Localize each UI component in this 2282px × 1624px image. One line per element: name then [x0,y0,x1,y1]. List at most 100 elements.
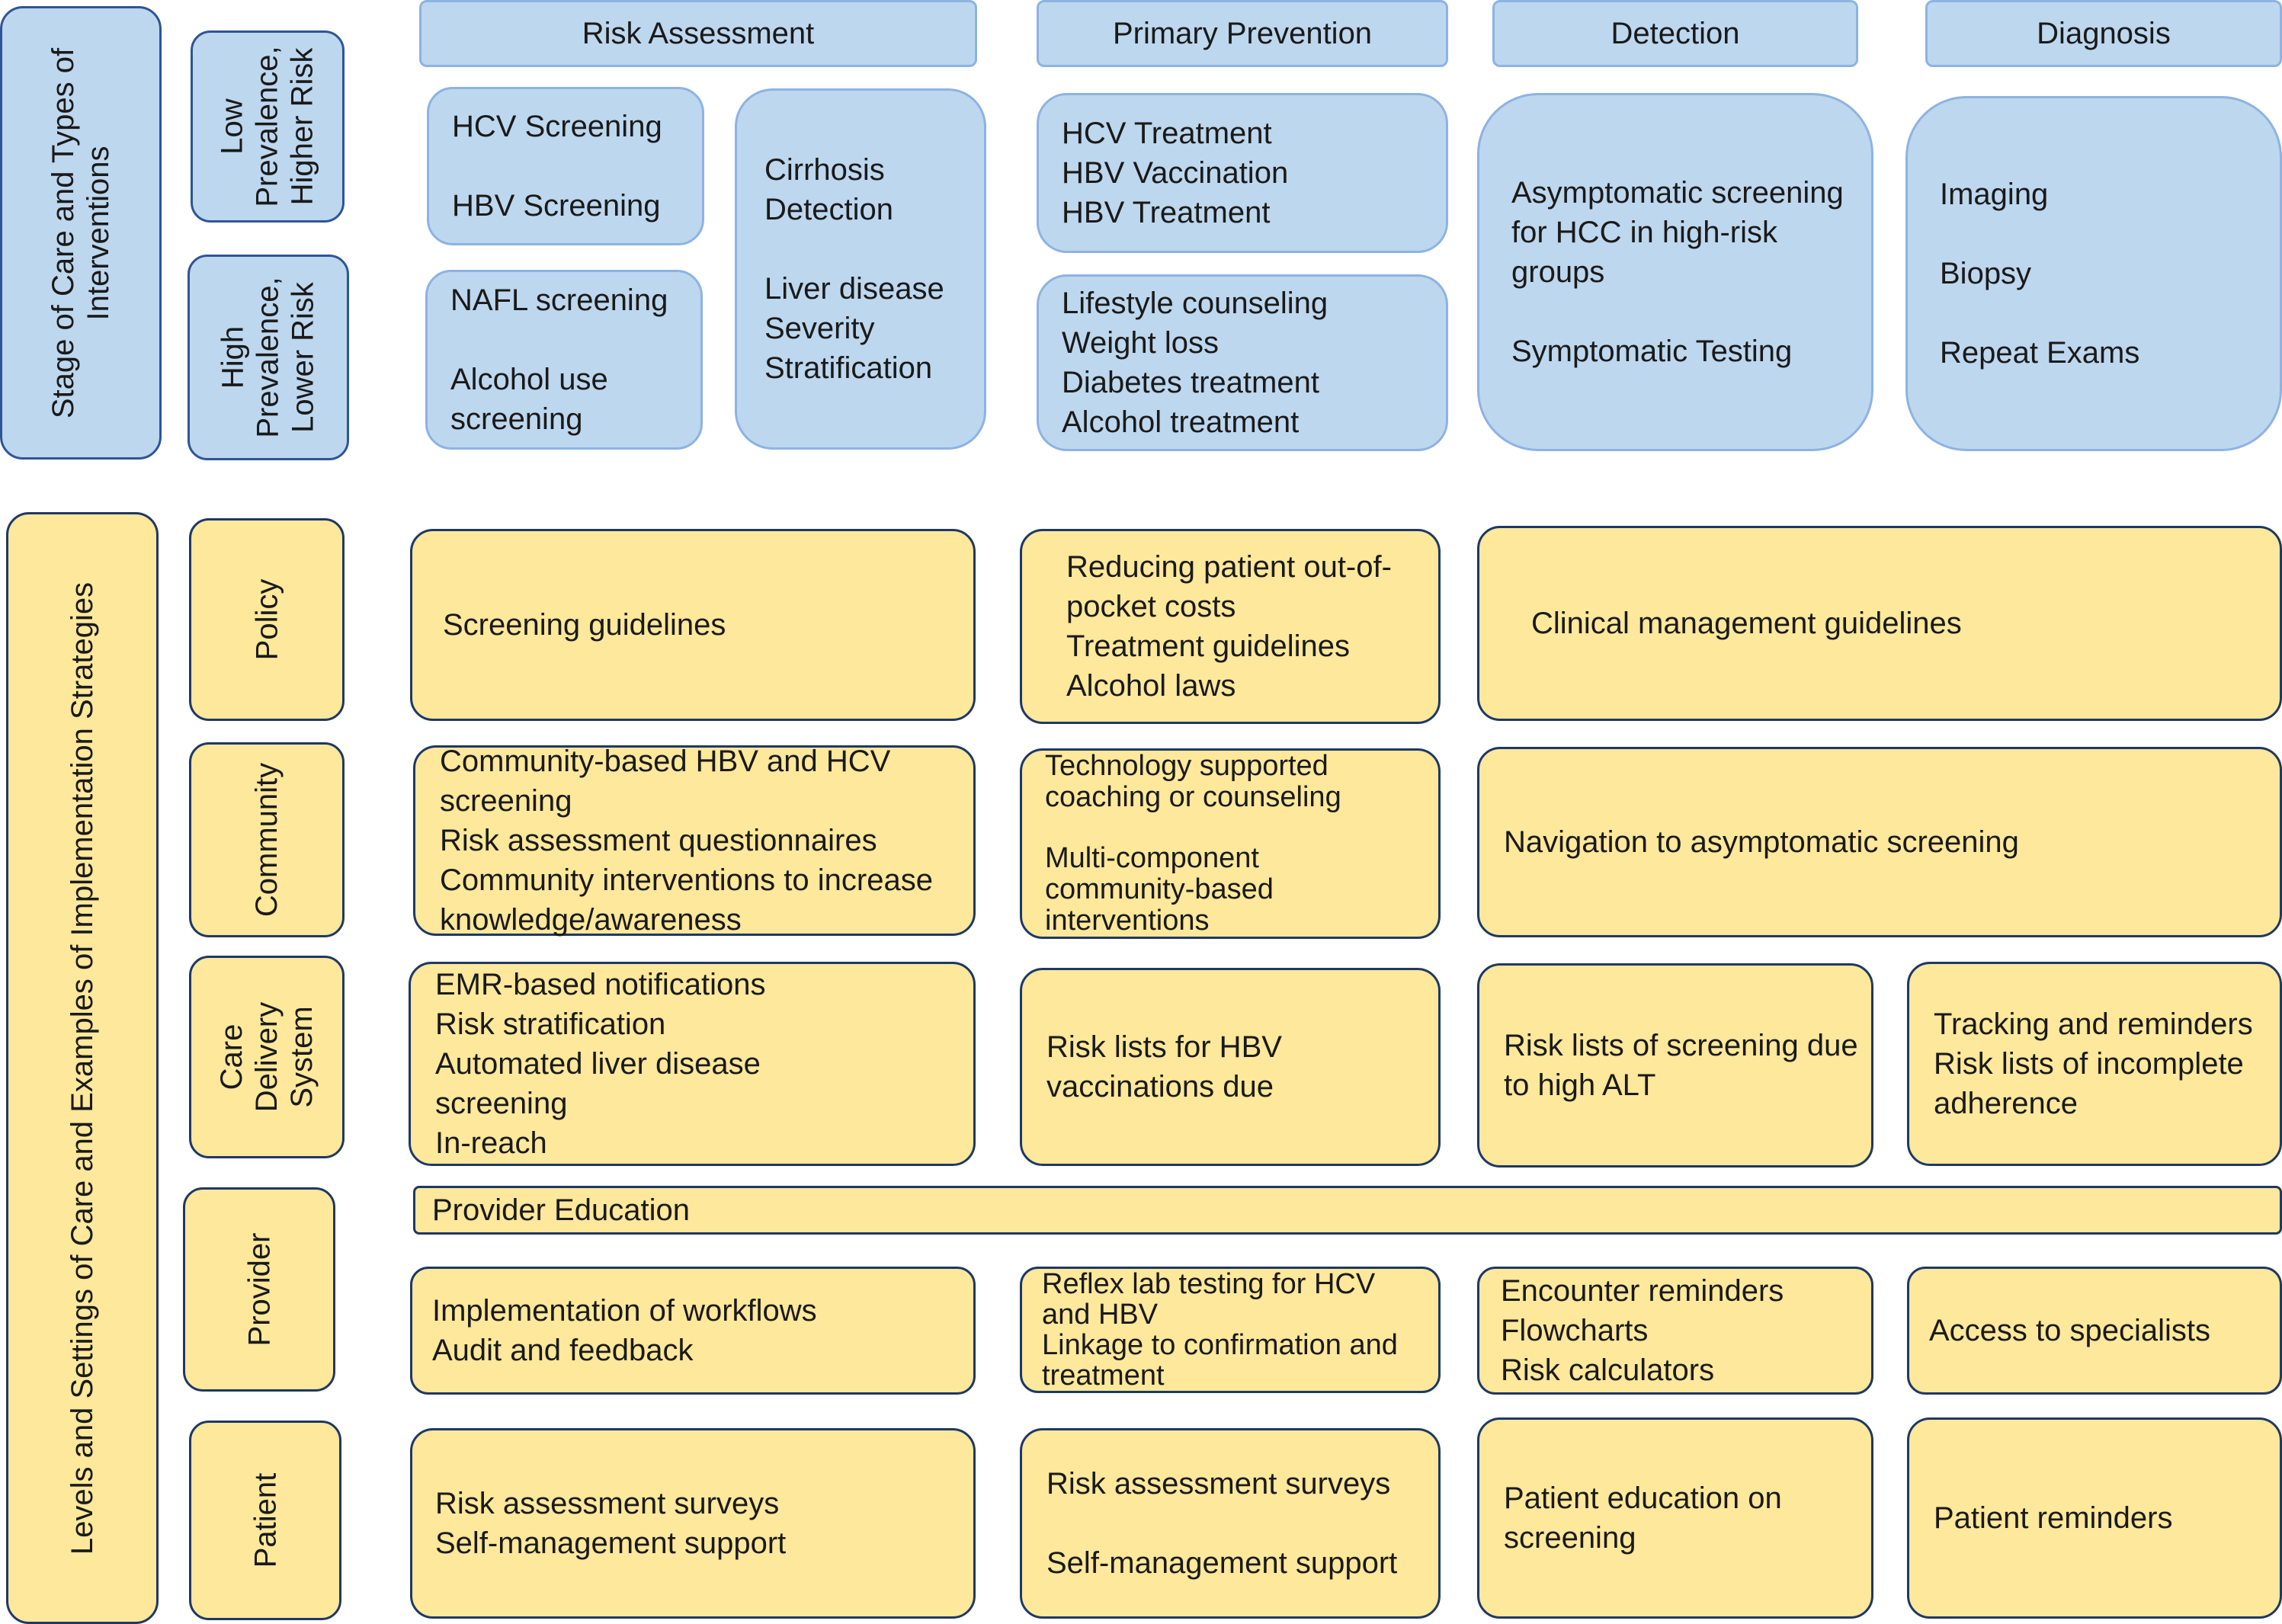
text-line: Detection [764,193,893,226]
stage-header-diagnosis: Diagnosis [1925,0,2282,67]
level-patient-text: Patient [248,1472,282,1568]
level-provider: Provider [183,1187,335,1392]
strategy-patient-diagnosis: Patient reminders [1907,1417,2282,1619]
text-line: Risk assessment questionnaires [440,824,877,857]
line-spacer [764,229,984,269]
text-line: Alcohol laws [1066,669,1236,703]
text-line: Interventions [82,145,115,321]
text-line: Alcohol use [450,363,608,396]
text-line: Flowcharts [1501,1314,1649,1347]
text-line: vaccinations due [1046,1070,1274,1103]
level-policy: Policy [189,518,345,721]
text-line: Care [214,1023,248,1091]
text-line: Liver disease [764,272,944,306]
text-line: Diabetes treatment [1062,366,1319,399]
strategy-community-detection-diagnosis: Navigation to asymptomatic screening [1477,747,2282,937]
text-line: Symptomatic Testing [1511,335,1793,368]
text-line: Alcohol treatment [1062,405,1300,439]
text-line: Risk assessment surveys [435,1487,780,1520]
text-line: Prevalence, [251,46,285,207]
strategy-provider-education: Provider Education [413,1186,2282,1235]
text-line: HBV Vaccination [1062,156,1289,190]
levels-settings-side-label: Levels and Settings of Care and Examples… [6,512,159,1624]
text-line: Stage of Care and Types of [46,47,80,418]
text-line: treatment [1042,1360,1165,1392]
text-line: screening [1504,1521,1636,1555]
stage-header-primary-prevention: Primary Prevention [1037,0,1448,67]
text-line: Treatment guidelines [1066,629,1351,663]
text-line: Community-based HBV and HCV [440,745,891,778]
text-line: Screening guidelines [443,608,726,642]
text-line: Self-management support [1046,1546,1398,1580]
text-line: Risk lists for HBV [1046,1030,1282,1064]
stage-header-risk-assessment: Risk Assessment [419,0,977,67]
strategy-patient-detection: Patient education on screening [1477,1417,1873,1619]
text-line: Self-management support [435,1526,787,1560]
text-line: Community interventions to increase [440,863,933,897]
text-line: Reducing patient out-of- [1066,550,1392,584]
text-line: Delivery [249,1001,284,1113]
text-line: Prevalence, [252,277,286,438]
text-line: Tracking and reminders [1934,1007,2253,1041]
text-line: to high ALT [1504,1068,1656,1102]
strategy-care-primary-prevention: Risk lists for HBV vaccinations due [1020,968,1441,1166]
text-line: Clinical management guidelines [1531,607,1962,640]
text-line: Lower Risk [287,282,321,433]
text-line: Technology supported [1045,750,1328,782]
text-line: Low [216,98,250,155]
text-line: pocket costs [1066,590,1236,623]
text-line: High [216,325,251,389]
text-line: HCV Treatment [1062,117,1272,150]
line-spacer [450,320,700,360]
text-line: Access to specialists [1929,1314,2211,1347]
level-policy-text: Policy [249,578,284,661]
text-line: Lifestyle counseling [1062,287,1328,320]
text-line: Weight loss [1062,326,1220,360]
text-line: screening [450,402,583,436]
text-line: In-reach [435,1126,547,1160]
text-line: Audit and feedback [432,1334,694,1367]
strategy-policy-detection-diagnosis: Clinical management guidelines [1477,526,2282,721]
text-line: HBV Screening [452,189,661,223]
text-line: Reflex lab testing for HCV [1042,1268,1376,1300]
text-line: Risk lists of incomplete [1934,1047,2244,1081]
text-line: Imaging [1940,178,2049,211]
text-line: Patient reminders [1934,1501,2173,1535]
text-line: adherence [1934,1087,2078,1120]
levels-settings-text: Levels and Settings of Care and Examples… [66,581,99,1555]
text-line: Risk lists of screening due [1504,1029,1858,1062]
level-community: Community [189,742,345,937]
text-line: HBV Treatment [1062,196,1271,229]
strategy-provider-diagnosis: Access to specialists [1907,1267,2282,1395]
text-line: Patient education on [1504,1481,1782,1515]
text-line: Encounter reminders [1501,1274,1784,1308]
level-provider-text: Provider [242,1232,276,1347]
text-line: and HBV [1042,1299,1159,1331]
text-line: Repeat Exams [1940,336,2140,370]
text-line: Risk calculators [1501,1353,1715,1387]
text-line: Implementation of workflows [432,1294,817,1328]
line-spacer [1940,293,2280,333]
level-patient: Patient [189,1421,341,1620]
level-community-text: Community [250,762,284,918]
text-line: Asymptomatic screening [1511,176,1844,210]
text-line: screening [435,1087,568,1120]
line-spacer [1511,292,1871,332]
line-spacer [452,146,702,186]
